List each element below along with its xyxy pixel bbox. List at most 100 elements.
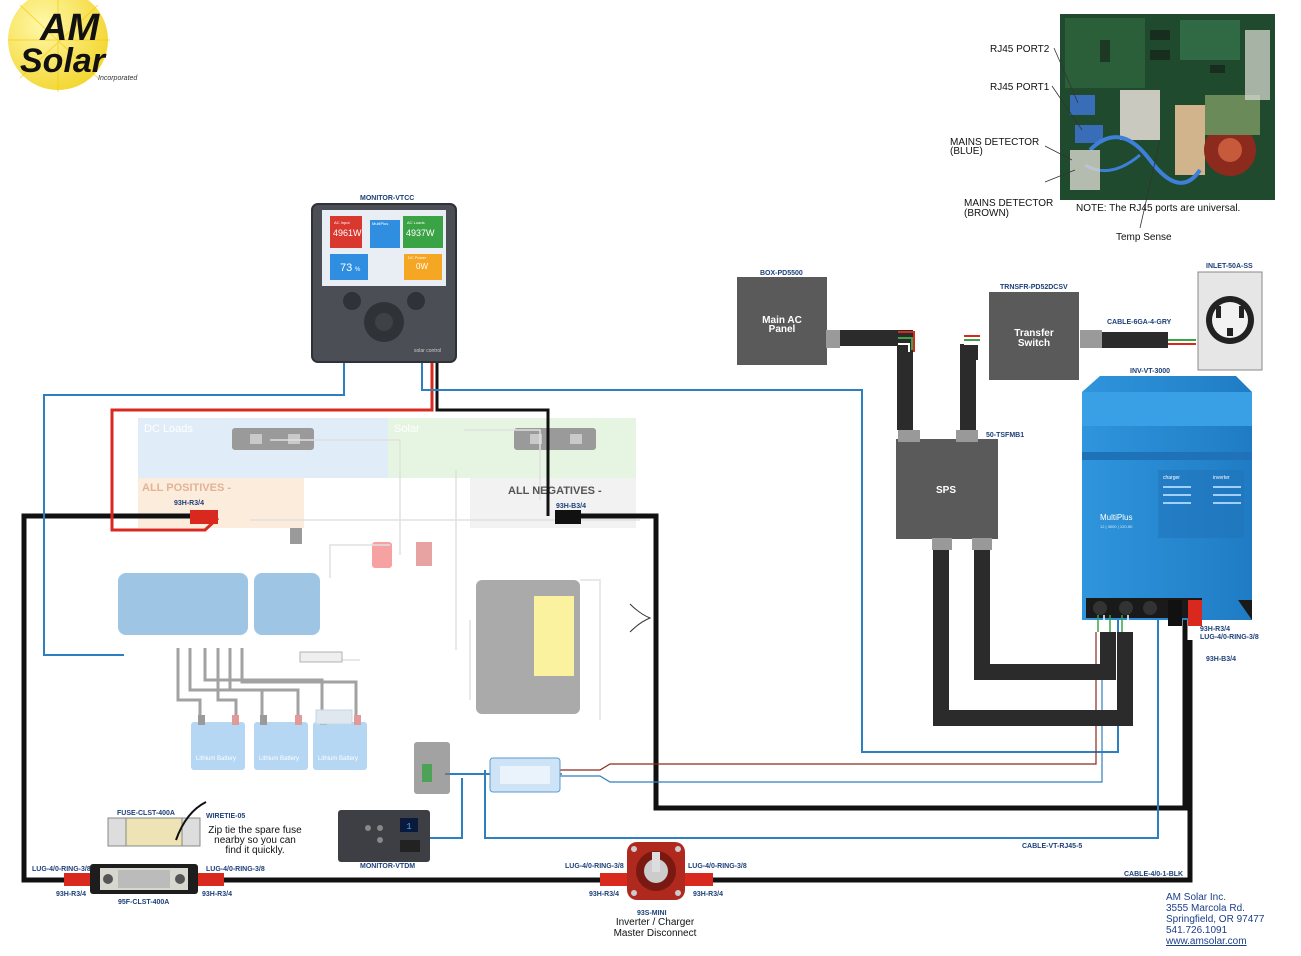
label-mains-brown-2: (BROWN) <box>964 208 1009 219</box>
multiplus-inverter-label: inverter <box>1213 475 1230 481</box>
company-phone: 541.726.1091 <box>1166 925 1228 936</box>
label-mains-brown-1: MAINS DETECTOR <box>964 198 1053 209</box>
multiplus-brand: MultiPlus <box>1100 513 1132 522</box>
photo-leader-lines <box>1044 47 1161 229</box>
label-fuse-clst: FUSE-CLST-400A <box>117 810 175 817</box>
label-cable-gry: CABLE-6GA-4-GRY <box>1107 319 1172 326</box>
company-street: 3555 Marcola Rd. <box>1166 903 1245 914</box>
multiplus-inverter: MultiPlus 12 | 3000 | 120-50 charger inv… <box>1082 376 1252 626</box>
label-93h-switch-right: 93H-R3/4 <box>693 891 723 898</box>
monitor-vtdm: 1 <box>338 810 430 862</box>
ac-cables <box>838 330 1168 726</box>
label-lug-mid-left: LUG-4/0-RING-3/8 <box>565 863 624 870</box>
label-inlet: INLET-50A-SS <box>1206 263 1253 270</box>
monitor-positive-sense-wire <box>110 362 434 532</box>
spare-fuse <box>107 801 207 847</box>
label-inv-lug: LUG-4/0-RING-3/8 <box>1200 634 1259 641</box>
bracket-mark <box>629 603 652 633</box>
battery-2-label: Lithium Battery <box>259 756 299 762</box>
dc-loads-zone <box>138 418 388 478</box>
rj45-cables <box>43 362 1159 839</box>
company-city: Springfield, OR 97477 <box>1166 914 1265 925</box>
zip-note-line2: nearby so you can <box>214 835 296 846</box>
monitor-vtcc-part: MONITOR-VTCC <box>360 195 414 202</box>
sps-label: SPS <box>936 485 956 496</box>
battery-1-label: Lithium Battery <box>196 756 236 762</box>
all-positives-label: ALL POSITIVES - <box>142 482 231 494</box>
vtcc-brand: solar control <box>414 348 441 354</box>
label-93h-left: 93H-R3/4 <box>174 500 204 507</box>
transfer-switch <box>989 292 1079 380</box>
all-negatives-label: ALL NEGATIVES - <box>508 485 602 497</box>
company-name: AM Solar Inc. <box>1166 892 1227 903</box>
logo-line1: AM <box>39 7 100 49</box>
all-negatives-zone <box>470 478 636 528</box>
label-mains-blue-1: MAINS DETECTOR <box>950 137 1039 148</box>
label-93h-neg: 93H-B3/4 <box>556 503 586 510</box>
switch-caption-2: Master Disconnect <box>614 928 697 939</box>
main-ac-line2: Panel <box>769 324 796 335</box>
vtcc-battery-pct: % <box>355 267 361 273</box>
label-inv-93h-r: 93H-R3/4 <box>1200 626 1230 633</box>
logo-sub: Incorporated <box>98 75 138 82</box>
label-93h-fuse-right: 93H-R3/4 <box>202 891 232 898</box>
main-ac-line1: Main AC <box>762 315 802 326</box>
transfer-line2: Switch <box>1018 338 1050 349</box>
inverter-board-photo <box>1060 14 1275 200</box>
switch-left-heat-shrink <box>600 873 628 886</box>
panel-gland <box>826 330 840 348</box>
switch-caption-1: Inverter / Charger <box>616 917 695 928</box>
vtcc-battery-value: 73 <box>340 262 352 274</box>
fuse-block <box>90 864 198 894</box>
company-website-link[interactable]: www.amsolar.com <box>1166 936 1247 947</box>
label-box-pd: BOX-PD5500 <box>760 270 803 277</box>
shore-power-inlet <box>1197 271 1263 371</box>
label-lug-right-fuse: LUG-4/0-RING-3/8 <box>206 866 265 873</box>
vtcc-ac-loads-label: AC Loads <box>407 220 425 225</box>
vtcc-left-button <box>343 292 361 310</box>
vtcc-right-button <box>407 292 425 310</box>
monitor-vtcc: AC Input 4961W MultiPlus AC Loads 4937W … <box>311 203 457 363</box>
label-rj45-port2: RJ45 PORT2 <box>990 44 1050 55</box>
label-switch-part: 93S-MINI <box>637 910 667 917</box>
solar-zone <box>388 418 636 478</box>
faded-dc-panel: DC Loads Solar ALL POSITIVES - Lithium B… <box>118 418 640 770</box>
label-93h-switch-left: 93H-R3/4 <box>589 891 619 898</box>
label-mains-blue-2: (BLUE) <box>950 146 983 157</box>
solar-label: Solar <box>394 423 420 435</box>
main-ac-panel <box>737 277 827 365</box>
vtcc-ac-input-label: AC Input <box>334 220 350 225</box>
label-cable-rj45: CABLE-VT-RJ45-5 <box>1022 843 1082 850</box>
negative-heat-shrink <box>555 510 581 524</box>
fuse-right-heat-shrink <box>198 873 224 886</box>
label-93h-fuse-left: 93H-R3/4 <box>56 891 86 898</box>
label-tsfmb: 50-TSFMB1 <box>986 432 1024 439</box>
label-wiretie: WIRETIE-05 <box>206 813 245 820</box>
vtcc-ac-input-value: 4961W <box>333 228 362 238</box>
label-inverter: INV-VT-3000 <box>1130 368 1170 375</box>
label-rj45-port1: RJ45 PORT1 <box>990 82 1050 93</box>
switch-right-heat-shrink <box>685 873 713 886</box>
zip-note-line1: Zip tie the spare fuse <box>208 825 302 836</box>
mains-detector-wires <box>558 632 1103 783</box>
monitor-negative-sense-wire <box>435 362 550 516</box>
multiplus-sub: 12 | 3000 | 120-50 <box>1100 524 1133 529</box>
label-lug-mid-right: LUG-4/0-RING-3/8 <box>688 863 747 870</box>
fuse-left-heat-shrink <box>64 873 90 886</box>
vtcc-inverter-label: MultiPlus <box>372 221 388 226</box>
vtcc-dc-power-value: 0W <box>416 262 428 271</box>
label-inv-93h-b: 93H-B3/4 <box>1206 656 1236 663</box>
sps-box <box>896 439 998 539</box>
label-lug-left: LUG-4/0-RING-3/8 <box>32 866 91 873</box>
positive-heat-shrink <box>190 510 218 524</box>
logo-line2: Solar <box>20 42 107 80</box>
all-positives-zone <box>138 478 304 528</box>
vtdm-display: 1 <box>406 822 411 832</box>
black-battery-cable <box>21 513 1193 883</box>
transfer-gland <box>1080 330 1102 348</box>
transfer-line1: Transfer <box>1014 328 1054 339</box>
label-cable-blk: CABLE-4/0-1-BLK <box>1124 871 1183 878</box>
label-monitor-vtdm: MONITOR-VTDM <box>360 863 415 870</box>
